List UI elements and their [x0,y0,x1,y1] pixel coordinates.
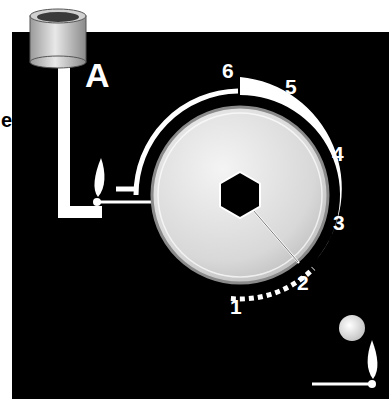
match-left [93,158,155,206]
cup [30,9,86,68]
hex-nut [220,172,260,218]
scale-number: 1 [230,296,242,317]
bracket-foot [58,206,102,218]
dial-disc [152,107,328,283]
arc-stub [116,187,137,192]
match-right [312,340,377,388]
scale-number: 5 [285,76,297,97]
scale-number: 4 [332,143,344,164]
bracket-post [58,58,70,218]
part-letter: A [85,58,110,92]
scale-number: 3 [333,212,345,233]
scale-number: 6 [222,60,234,81]
scale-number: 2 [297,272,309,293]
text-fragment: e [1,110,12,130]
ball [339,315,365,341]
black-ground [12,32,389,399]
